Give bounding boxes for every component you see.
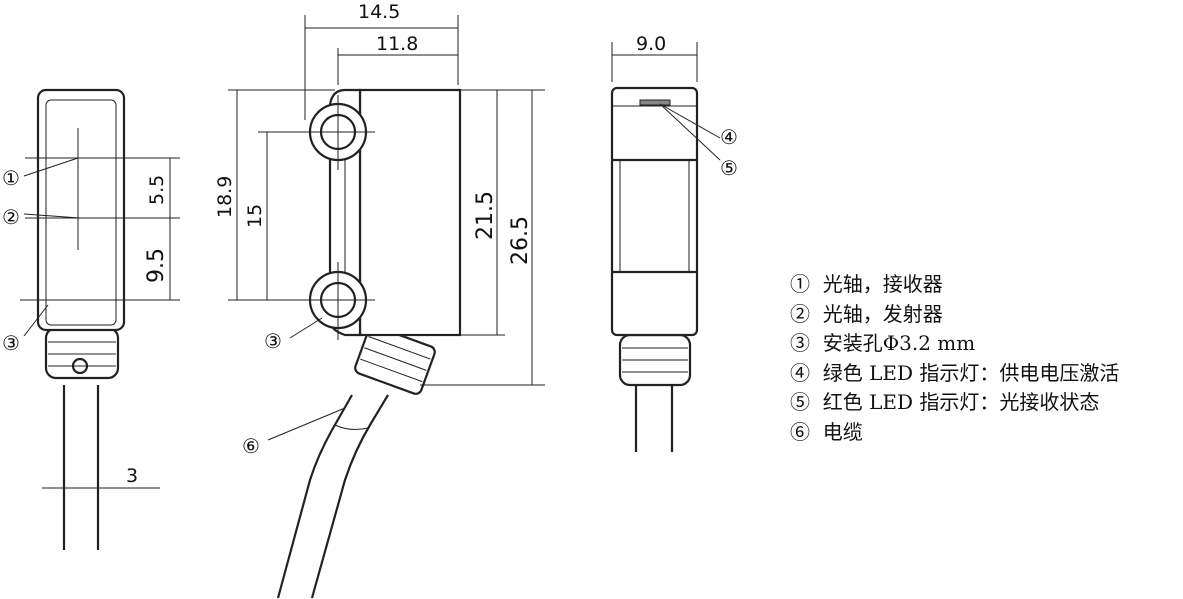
callout-5: ⑤ (720, 156, 738, 180)
legend-text: 光轴，接收器 (822, 272, 943, 296)
legend-text: 红色 LED 指示灯：光接收状态 (822, 390, 1100, 414)
legend-item: ② 光轴，发射器 (790, 300, 1119, 330)
top-view: 9.0 ④ ⑤ (610, 33, 738, 452)
legend-item: ⑥ 电缆 (790, 418, 1119, 448)
dim-15: 15 (244, 204, 266, 228)
legend-num: ③ (790, 331, 810, 355)
dim-9-0: 9.0 (636, 33, 666, 55)
legend-item: ④ 绿色 LED 指示灯：供电电压激活 (790, 359, 1119, 389)
dim-3: 3 (126, 465, 138, 487)
dim-21-5: 21.5 (473, 191, 498, 240)
legend-item: ① 光轴，接收器 (790, 270, 1119, 300)
callout-1: ① (2, 166, 20, 190)
legend-text: 光轴，发射器 (822, 301, 943, 326)
front-view: 5.5 9.5 3 ① ② ③ (2, 88, 180, 550)
legend-item: ⑤ 红色 LED 指示灯：光接收状态 (790, 388, 1119, 418)
led-indicator (639, 99, 671, 106)
legend-num: ④ (790, 360, 810, 385)
dim-26-5: 26.5 (508, 216, 533, 265)
legend-text: 绿色 LED 指示灯：供电电压激活 (822, 360, 1120, 385)
legend-num: ② (790, 301, 810, 326)
callout-4: ④ (720, 125, 738, 149)
legend-item: ③ 安装孔Φ3.2 mm (790, 329, 1119, 359)
dim-18-9: 18.9 (214, 176, 236, 218)
legend-text: 电缆 (822, 419, 863, 444)
dim-14-5: 14.5 (358, 1, 400, 23)
callout-6: ⑥ (242, 434, 260, 458)
dim-9-5: 9.5 (144, 248, 169, 283)
dim-11-8: 11.8 (376, 33, 418, 55)
dim-5-5: 5.5 (146, 175, 168, 205)
callout-3-side: ③ (264, 329, 282, 353)
legend-num: ⑤ (790, 390, 810, 414)
callout-2: ② (2, 205, 20, 229)
legend: ① 光轴，接收器 ② 光轴，发射器 ③ 安装孔Φ3.2 mm ④ 绿色 LED … (790, 270, 1119, 447)
legend-num: ⑥ (790, 419, 810, 444)
legend-text: 安装孔Φ3.2 mm (822, 331, 976, 355)
side-view: 14.5 11.8 18.9 15 21.5 26.5 ③ ⑥ (214, 1, 545, 599)
callout-3: ③ (2, 331, 20, 355)
legend-num: ① (790, 272, 810, 296)
